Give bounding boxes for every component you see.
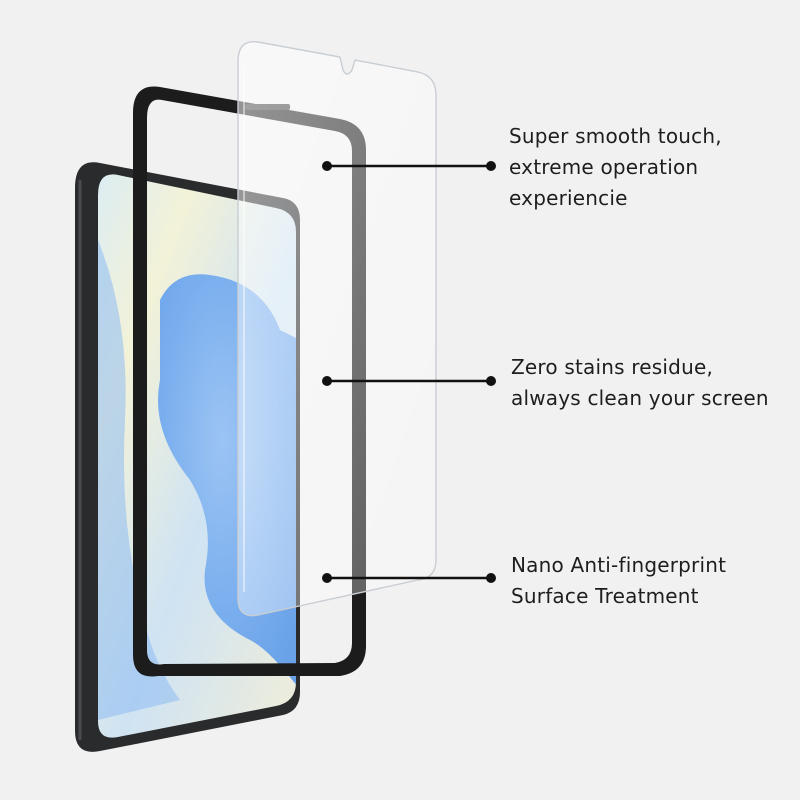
pointer-dot-2a (322, 376, 332, 386)
callout-touch-line-1: Super smooth touch, (509, 124, 722, 148)
pointer-dot-1b (486, 161, 496, 171)
callout-touch: Super smooth touch, extreme operation ex… (509, 121, 722, 214)
glass-panel (237, 40, 437, 617)
tempered-glass-sheet (237, 40, 437, 617)
pointer-dot-3b (486, 573, 496, 583)
callout-touch-line-3: experiencie (509, 186, 628, 210)
callout-fingerprint-line-1: Nano Anti-fingerprint (511, 553, 727, 577)
callout-fingerprint: Nano Anti-fingerprint Surface Treatment (511, 550, 726, 612)
callout-fingerprint-line-2: Surface Treatment (511, 584, 699, 608)
callout-pointers (327, 164, 491, 580)
callout-stains-line-2: always clean your screen (511, 386, 769, 410)
callout-dots (322, 161, 496, 583)
pointer-dot-1a (322, 161, 332, 171)
pointer-dot-2b (486, 376, 496, 386)
callout-stains-line-1: Zero stains residue, (511, 355, 714, 379)
callout-touch-line-2: extreme operation (509, 155, 699, 179)
callout-stains: Zero stains residue, always clean your s… (511, 352, 769, 414)
pointer-dot-3a (322, 573, 332, 583)
